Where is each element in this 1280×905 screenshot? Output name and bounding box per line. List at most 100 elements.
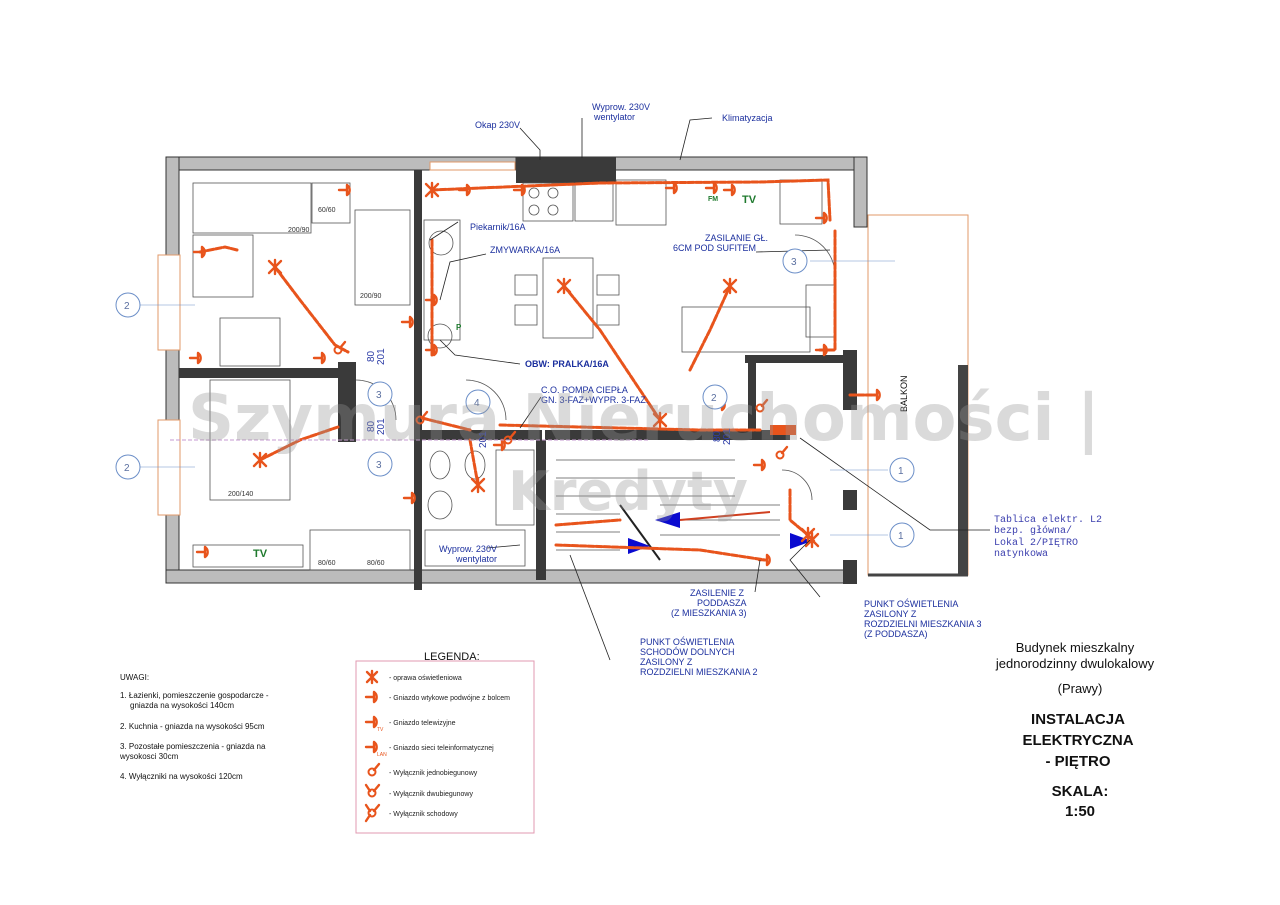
dim-201: 201 xyxy=(722,428,733,445)
legend-item-label: - Wyłącznik jednobiegunowy xyxy=(389,770,478,777)
scale-value: 1:50 xyxy=(1065,803,1095,820)
circle-label: 3 xyxy=(376,390,382,401)
socket-icon xyxy=(337,183,351,197)
legend-symbol-icon xyxy=(364,783,381,798)
switch-icon xyxy=(415,410,429,425)
legend-row: - Gniazdo wtykowe podwójne z bolcem xyxy=(364,690,510,704)
note-4: 4. Wyłączniki na wysokości 120cm xyxy=(120,772,243,781)
socket-icon xyxy=(192,245,206,259)
socket-icon xyxy=(400,315,414,329)
legend-item-label: - oprawa oświetleniowa xyxy=(389,675,462,682)
drawing-title-1: INSTALACJA xyxy=(1031,711,1125,728)
socket-icon xyxy=(457,183,471,197)
legend-symbol-icon xyxy=(364,803,381,823)
label-punkt-r: PUNKT OŚWIETLENIA xyxy=(864,598,958,609)
label-pompa: C.O. POMPA CIEPŁA xyxy=(541,385,628,395)
walls xyxy=(157,156,868,590)
stair-arrows xyxy=(628,511,812,554)
bed-size: 200/90 xyxy=(360,293,382,300)
legend-symbol-icon xyxy=(365,669,379,685)
scale-label: SKALA: xyxy=(1052,783,1109,800)
lighting-fixture-icon xyxy=(470,476,486,494)
dim-80: 80 xyxy=(366,420,377,432)
label-tv-bedroom: TV xyxy=(253,548,268,560)
socket-icon xyxy=(512,183,526,197)
lighting-fixture-icon xyxy=(804,531,820,549)
legend-symbol-lan: LAN xyxy=(377,752,387,758)
label-fm: FM xyxy=(708,196,718,203)
lighting-fixture-icon xyxy=(267,258,283,276)
lighting-fixture-icon xyxy=(424,181,440,199)
socket-icon xyxy=(664,181,678,195)
label-zasilenie: ZASILENIE Z xyxy=(690,588,745,598)
furniture xyxy=(192,179,837,571)
label-zasilenie-3: (Z MIESZKANIA 3) xyxy=(671,608,747,618)
legend: LEGENDA: - oprawa oświetleniowa- Gniazdo… xyxy=(355,651,535,834)
label-wyprow-bath: Wyprow. 230V xyxy=(439,544,497,554)
lighting-fixture-icon xyxy=(652,411,668,429)
dim-201: 201 xyxy=(478,431,489,448)
legend-item-label: - Gniazdo sieci teleinformatycznej xyxy=(389,745,494,752)
note-3: 3. Pozostałe pomieszczenia - gniazda na xyxy=(120,742,266,751)
socket-icon xyxy=(424,343,438,357)
socket-icon xyxy=(402,491,416,505)
switch-icon xyxy=(755,398,769,413)
legend-row: - Wyłącznik jednobiegunowy xyxy=(367,762,478,777)
legend-row: TV - Gniazdo telewizyjne xyxy=(364,715,456,733)
drawing-title-2: ELEKTRYCZNA xyxy=(1022,732,1133,749)
watermark-line-1: Szymura Nieruchomości | xyxy=(188,382,1100,456)
notes: UWAGI: 1. Łazienki, pomieszczenie gospod… xyxy=(119,673,269,781)
label-zasilanie-gl-2: 6CM POD SUFITEM xyxy=(673,243,756,253)
cabinet-size: 80/60 xyxy=(367,560,385,567)
legend-row: - oprawa oświetleniowa xyxy=(365,669,462,685)
note-1b: gniazda na wysokości 140cm xyxy=(130,701,234,710)
notes-title: UWAGI: xyxy=(120,673,149,682)
label-punkt-r-2: ZASILONY Z xyxy=(864,609,917,619)
watermark: Szymura Nieruchomości | Kredyty xyxy=(188,382,1100,523)
socket-icon xyxy=(188,351,202,365)
legend-item-label: - Gniazdo telewizyjne xyxy=(389,720,456,727)
label-punkt-l-4: ROZDZIELNI MIESZKANIA 2 xyxy=(640,667,758,677)
lighting-fixture-icon xyxy=(252,451,268,469)
socket-icon xyxy=(867,388,881,402)
socket-icon xyxy=(814,211,828,225)
circle-label: 1 xyxy=(898,466,904,477)
legend-symbol-icon xyxy=(364,715,378,729)
note-3b: wysokosci 30cm xyxy=(119,752,179,761)
legend-symbol-icon xyxy=(367,762,381,777)
label-wyprow-bath-2: wentylator xyxy=(455,554,497,564)
label-wyprow-top: Wyprow. 230V xyxy=(592,102,650,112)
circle-label: 3 xyxy=(791,257,797,268)
legend-row: - Wyłącznik schodowy xyxy=(364,803,458,823)
title-block: Budynek mieszkalny jednorodzinny dwuloka… xyxy=(995,640,1155,820)
circle-label: 2 xyxy=(711,393,717,404)
switch-icon xyxy=(775,445,789,460)
label-tablica-3: Lokal 2/PIĘTRO xyxy=(994,537,1078,549)
dim-201: 201 xyxy=(376,348,387,365)
legend-symbol-tv: TV xyxy=(377,727,384,733)
socket-icon xyxy=(195,545,209,559)
label-zasilenie-2: PODDASZA xyxy=(697,598,747,608)
bed-size: 200/140 xyxy=(228,491,253,498)
label-tablica-4: natynkowa xyxy=(994,548,1048,560)
circle-label: 3 xyxy=(376,460,382,471)
socket-icon xyxy=(757,553,771,567)
label-zasilanie-gl: ZASILANIE GŁ. xyxy=(705,233,768,243)
dim-80: 80 xyxy=(366,350,377,362)
legend-item-label: - Gniazdo wtykowe podwójne z bolcem xyxy=(389,695,510,702)
socket-icon xyxy=(752,458,766,472)
lighting-fixture-icon xyxy=(722,277,738,295)
label-klimatyzacja: Klimatyzacja xyxy=(722,113,773,123)
legend-symbol-icon xyxy=(364,690,378,704)
label-piekarnik: Piekarnik/16A xyxy=(470,222,526,232)
label-balkon: BALKON xyxy=(899,375,909,412)
label-tv-living: TV xyxy=(742,194,757,206)
circle-label: 1 xyxy=(898,531,904,542)
socket-icon xyxy=(722,183,736,197)
fixture-symbols xyxy=(188,181,881,567)
label-tablica-2: bezp. główna/ xyxy=(994,525,1072,537)
label-obw-pralka: OBW: PRALKA/16A xyxy=(525,359,609,369)
label-pompa-2: GN. 3-FAZ+WYPR. 3-FAZ. xyxy=(541,395,648,405)
socket-icon xyxy=(312,351,326,365)
